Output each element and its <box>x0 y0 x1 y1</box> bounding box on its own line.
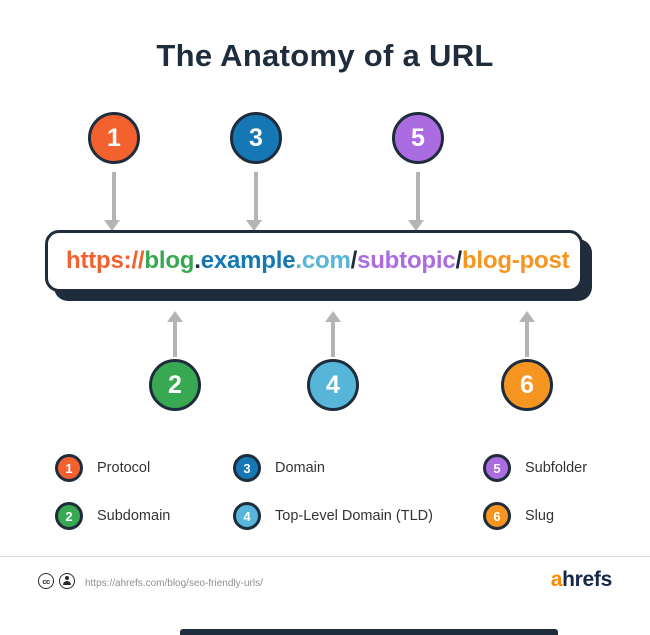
legend-item-slug: 6 Slug <box>483 502 554 530</box>
legend-item-subdomain: 2 Subdomain <box>55 502 170 530</box>
legend-item-protocol: 1 Protocol <box>55 454 150 482</box>
url-separator-dot: . <box>194 247 201 274</box>
attribution-icon <box>59 573 75 589</box>
legend-label: Protocol <box>97 460 151 476</box>
legend-item-tld: 4 Top-Level Domain (TLD) <box>233 502 433 530</box>
url-segment-tld: .com <box>295 247 351 274</box>
url-bar: https://blog.example.com/subtopic/blog-p… <box>45 230 583 292</box>
legend-badge: 3 <box>233 454 261 482</box>
arrow-down-icon <box>246 220 262 231</box>
ahrefs-logo-rest: hrefs <box>562 568 612 591</box>
marker-1-protocol: 1 <box>88 112 140 164</box>
legend-badge: 5 <box>483 454 511 482</box>
url-separator-slash: / <box>350 247 358 274</box>
arrow-line-protocol <box>112 172 116 220</box>
url-separator-slash: / <box>455 247 462 274</box>
arrow-line-domain <box>254 172 258 220</box>
url-segment-subdomain: blog <box>144 247 195 274</box>
legend-label: Domain <box>275 460 325 476</box>
url-segment-subfolder: subtopic <box>357 247 456 274</box>
arrow-line-subdomain <box>173 322 177 357</box>
legend-label: Subfolder <box>525 460 588 476</box>
arrow-line-tld <box>331 322 335 357</box>
marker-6-slug: 6 <box>501 359 553 411</box>
marker-5-subfolder: 5 <box>392 112 444 164</box>
bottom-bar <box>180 629 558 635</box>
marker-3-domain: 3 <box>230 112 282 164</box>
person-icon <box>61 575 73 587</box>
url-segment-protocol: https:// <box>66 247 145 274</box>
footer-divider <box>0 556 650 557</box>
legend-label: Slug <box>525 508 555 524</box>
url-text: https://blog.example.com/subtopic/blog-p… <box>66 247 570 275</box>
arrow-line-slug <box>525 322 529 357</box>
legend-badge: 1 <box>55 454 83 482</box>
arrow-up-icon <box>325 311 341 322</box>
source-url: https://ahrefs.com/blog/seo-friendly-url… <box>85 578 263 589</box>
ahrefs-logo: ahrefs <box>550 568 613 592</box>
legend-badge: 6 <box>483 502 511 530</box>
cc-icon: cc <box>38 573 54 589</box>
legend-badge: 4 <box>233 502 261 530</box>
url-segment-domain: example <box>200 247 296 274</box>
legend-badge: 2 <box>55 502 83 530</box>
arrow-down-icon <box>408 220 424 231</box>
creative-commons-license: cc <box>38 573 75 589</box>
marker-4-tld: 4 <box>307 359 359 411</box>
marker-2-subdomain: 2 <box>149 359 201 411</box>
url-segment-slug: blog-post <box>461 247 570 274</box>
legend-label: Top-Level Domain (TLD) <box>275 508 433 524</box>
arrow-up-icon <box>167 311 183 322</box>
legend-label: Subdomain <box>97 508 171 524</box>
ahrefs-logo-a: a <box>550 568 563 591</box>
arrow-line-subfolder <box>416 172 420 220</box>
legend-item-subfolder: 5 Subfolder <box>483 454 587 482</box>
legend-item-domain: 3 Domain <box>233 454 325 482</box>
arrow-down-icon <box>104 220 120 231</box>
arrow-up-icon <box>519 311 535 322</box>
page-title: The Anatomy of a URL <box>156 38 494 73</box>
